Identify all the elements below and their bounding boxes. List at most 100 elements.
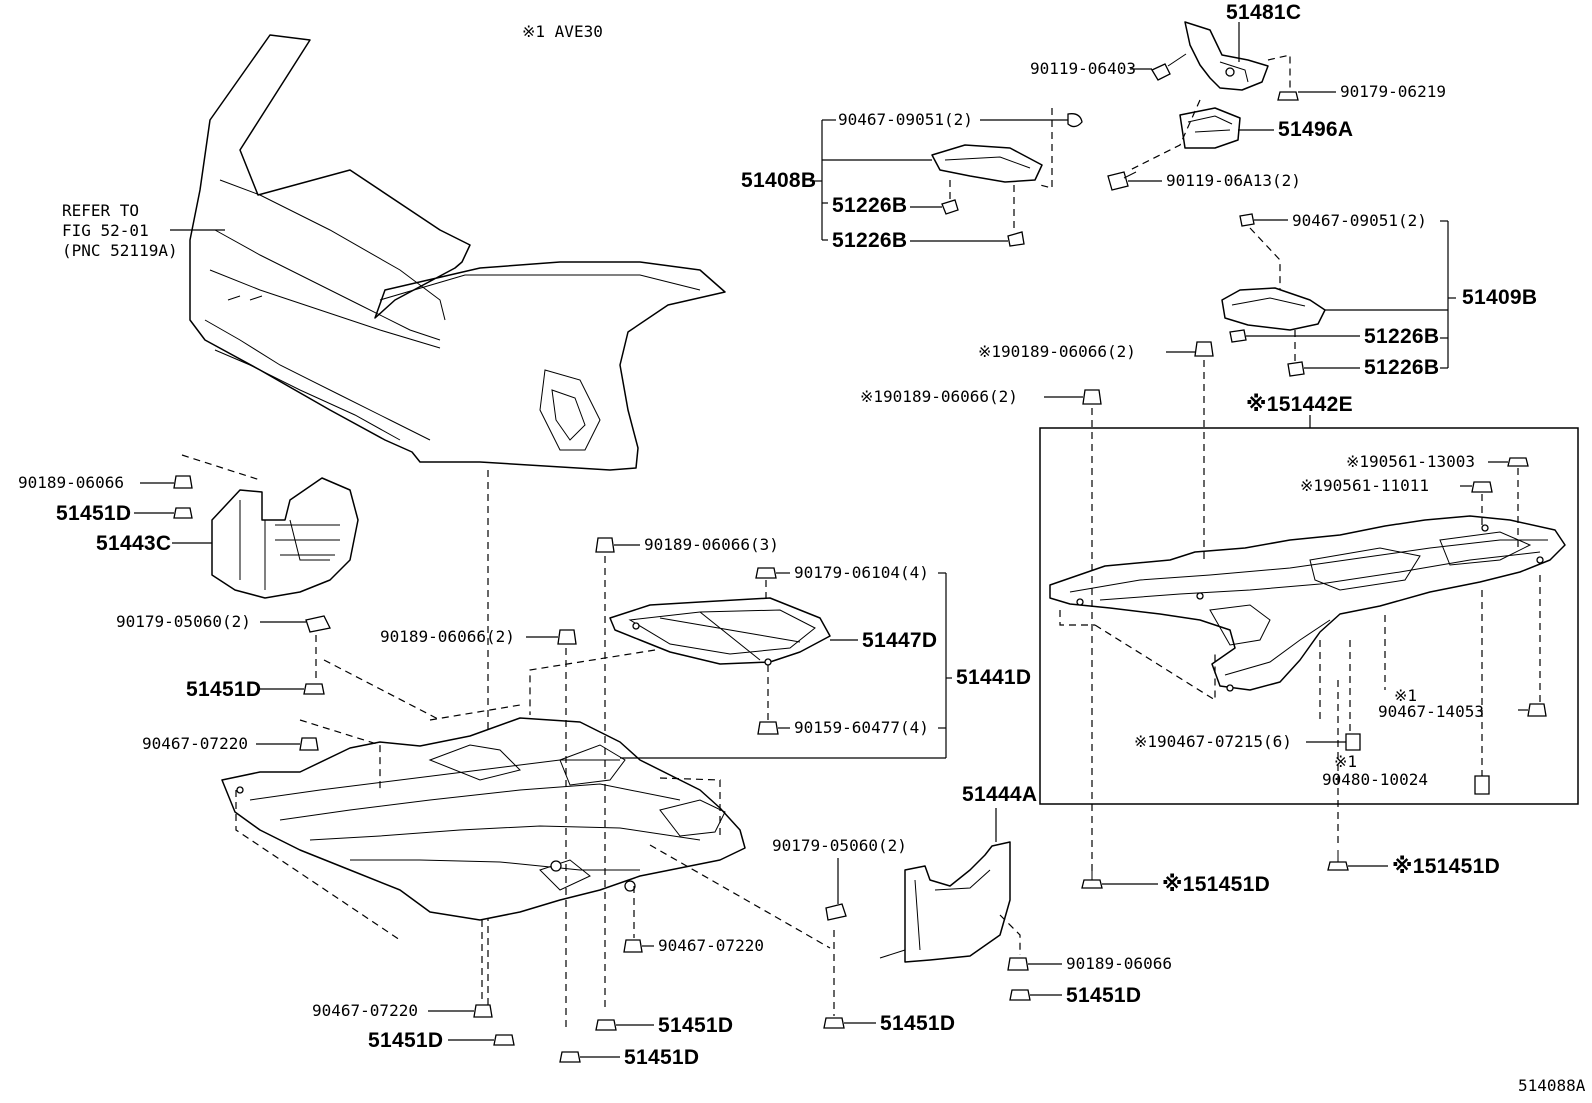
clip-51226b-b — [1007, 231, 1025, 247]
clip-90189-06066-a — [1194, 341, 1214, 357]
grommet-90480-10024 — [1474, 775, 1490, 795]
label-51408b[interactable]: 51408B — [741, 169, 817, 192]
bracket-51496a — [1179, 107, 1241, 149]
bolt-51451d-m1 — [1009, 989, 1031, 1001]
label-90467-09051-b[interactable]: 90467-09051(2) — [1292, 211, 1427, 230]
label-51443c[interactable]: 51443C — [96, 532, 172, 555]
clip-90189-06066-l — [173, 475, 193, 489]
clip-90467-07220-m — [623, 939, 643, 953]
bolt-51451d-b3 — [559, 1051, 581, 1063]
bracket-51481c — [1184, 21, 1269, 91]
label-90467-14053[interactable]: 90467-14053 — [1378, 702, 1484, 721]
label-190561-11011[interactable]: ※190561-11011 — [1300, 476, 1429, 495]
label-51481c[interactable]: 51481C — [1226, 1, 1302, 24]
label-90189-06066-2[interactable]: 90189-06066(2) — [380, 627, 515, 646]
refer-note-line-2[interactable]: FIG 52-01 — [62, 221, 149, 240]
clip-90467-07215 — [1345, 733, 1361, 751]
nut-90179-05060-l — [305, 615, 331, 633]
clip-90189-06066-m — [1007, 957, 1029, 971]
clip-90189-06066-3 — [595, 537, 615, 553]
label-1-mark-a: ※1 — [1394, 686, 1418, 705]
label-90189-06066-3[interactable]: 90189-06066(3) — [644, 535, 779, 554]
bolt-90119-06a13 — [1107, 171, 1137, 191]
bolt-51451d-l1 — [173, 507, 193, 519]
label-90467-07220-b[interactable]: 90467-07220 — [312, 1001, 418, 1020]
label-51451d-b1[interactable]: 51451D — [368, 1029, 444, 1052]
label-190189-06066-b[interactable]: ※190189-06066(2) — [860, 387, 1018, 406]
label-90119-06403[interactable]: 90119-06403 — [1030, 59, 1136, 78]
undercover-plate-51447d — [609, 597, 831, 666]
label-51226b-a[interactable]: 51226B — [832, 194, 908, 217]
bolt-51451d-r2 — [1327, 850, 1349, 871]
group-box-51442e — [1039, 427, 1579, 805]
label-51496a[interactable]: 51496A — [1278, 118, 1354, 141]
clip-90467-07220-b — [473, 1004, 493, 1018]
label-51226b-b[interactable]: 51226B — [832, 229, 908, 252]
label-151442e[interactable]: ※151442E — [1246, 393, 1353, 416]
label-90179-06219[interactable]: 90179-06219 — [1340, 82, 1446, 101]
label-90119-06a13[interactable]: 90119-06A13(2) — [1166, 171, 1301, 190]
bolt-51451d-l2 — [303, 683, 325, 695]
header-note: ※1 AVE30 — [522, 22, 603, 41]
label-90467-09051-a[interactable]: 90467-09051(2) — [838, 110, 973, 129]
clip-90189-06066-b — [1082, 389, 1102, 405]
clip-51226b-c — [1229, 329, 1247, 343]
label-190467-07215[interactable]: ※190467-07215(6) — [1134, 732, 1292, 751]
label-90189-06066-m[interactable]: 90189-06066 — [1066, 954, 1172, 973]
clip-90561-11011 — [1471, 481, 1493, 493]
label-90179-05060-m[interactable]: 90179-05060(2) — [772, 836, 907, 855]
label-51444a[interactable]: 51444A — [962, 783, 1038, 806]
label-90179-05060-l[interactable]: 90179-05060(2) — [116, 612, 251, 631]
side-shield-51443c — [211, 477, 359, 599]
clip-90467-09051-b — [1239, 213, 1255, 227]
bolt-51451d-b1 — [493, 1034, 515, 1046]
clip-90189-06066-2 — [557, 629, 577, 645]
bracket-51408b — [931, 144, 1043, 183]
label-51451d-b2[interactable]: 51451D — [658, 1014, 734, 1037]
label-51226b-c[interactable]: 51226B — [1364, 325, 1440, 348]
label-190561-13003[interactable]: ※190561-13003 — [1346, 452, 1475, 471]
refer-note-line-3: (PNC 52119A) — [62, 241, 178, 260]
clip-90467-09051-a — [1067, 113, 1083, 128]
nut-90179-06219 — [1277, 91, 1299, 101]
bracket-51409b — [1221, 287, 1326, 331]
label-151451d-r2[interactable]: ※151451D — [1392, 855, 1501, 878]
clip-51226b-d — [1287, 361, 1305, 377]
bolt-51451d-b2 — [595, 1019, 617, 1031]
label-51451d-b4[interactable]: 51451D — [880, 1012, 956, 1035]
engine-undercover-51442e — [1049, 515, 1566, 692]
clip-51226b-a — [941, 199, 959, 215]
label-90467-07220-l[interactable]: 90467-07220 — [142, 734, 248, 753]
label-190189-06066-a[interactable]: ※190189-06066(2) — [978, 342, 1136, 361]
engine-undercover-51441d — [221, 717, 746, 921]
label-51447d[interactable]: 51447D — [862, 629, 938, 652]
label-151451d-r1[interactable]: ※151451D — [1162, 873, 1271, 896]
label-90159-60477[interactable]: 90159-60477(4) — [794, 718, 929, 737]
label-90179-06104[interactable]: 90179-06104(4) — [794, 563, 929, 582]
label-1-mark-b: ※1 — [1334, 752, 1358, 771]
bolt-51451d-b4 — [823, 1017, 845, 1029]
label-90467-07220-m[interactable]: 90467-07220 — [658, 936, 764, 955]
clip-90467-07220-l — [299, 737, 319, 751]
label-90189-06066-l[interactable]: 90189-06066 — [18, 473, 124, 492]
side-shield-51444a — [879, 841, 1011, 963]
label-51226b-d[interactable]: 51226B — [1364, 356, 1440, 379]
label-51451d-l2[interactable]: 51451D — [186, 678, 262, 701]
label-51441d[interactable]: 51441D — [956, 666, 1032, 689]
nut-90179-06104 — [755, 567, 777, 579]
refer-note-line-1: REFER TO — [62, 201, 140, 220]
label-51409b[interactable]: 51409B — [1462, 286, 1538, 309]
bolt-90159-60477 — [757, 721, 779, 735]
bolt-51451d-r1 — [1081, 868, 1103, 889]
front-bumper-cover — [189, 34, 726, 471]
nut-90467-14053 — [1527, 703, 1547, 717]
clip-90561-13003 — [1507, 457, 1529, 467]
nut-90179-05060-m — [825, 903, 847, 921]
label-51451d-b3[interactable]: 51451D — [624, 1046, 700, 1069]
label-51451d-m1[interactable]: 51451D — [1066, 984, 1142, 1007]
label-51451d-l1[interactable]: 51451D — [56, 502, 132, 525]
bolt-90119-06403 — [1151, 53, 1187, 81]
label-90480-10024[interactable]: 90480-10024 — [1322, 770, 1428, 789]
